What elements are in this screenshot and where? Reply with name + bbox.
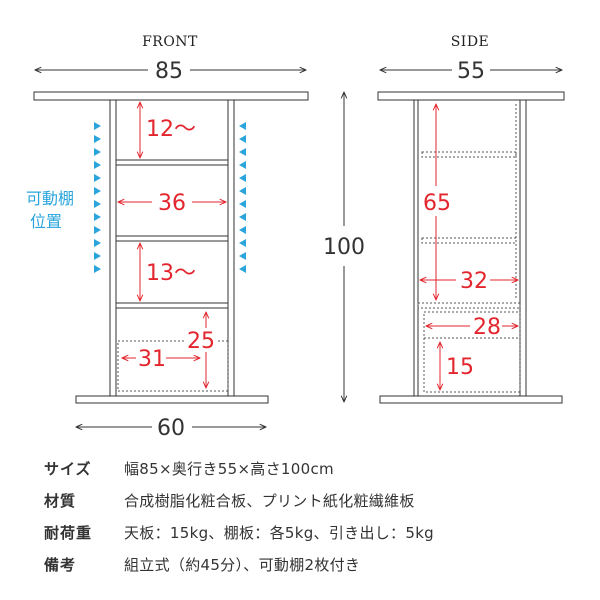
front-right-panel: [227, 99, 235, 397]
spec-row-notes: 備考 組立式（約45分）、可動棚2枚付き: [0, 549, 600, 579]
side-base-board: [379, 395, 563, 404]
spec-value-notes: 組立式（約45分）、可動棚2枚付き: [124, 556, 361, 574]
front-left-panel: [109, 99, 117, 397]
front-drawer-height-label: 25: [187, 329, 215, 354]
side-shelf-2: [421, 237, 517, 244]
shelf-marker-left-10: [94, 239, 101, 247]
shelf-marker-left-11: [94, 252, 101, 260]
shelf-marker-left-1: [94, 122, 101, 130]
shelf-position-markers-right: [239, 122, 246, 273]
front-top-board: [33, 91, 309, 101]
side-shelf-depth-label: 32: [460, 269, 488, 294]
front-shelf-2: [115, 235, 229, 242]
shelf-position-label-line2: 位置: [30, 212, 62, 231]
spec-value-load: 天板：15kg、棚板：各5kg、引き出し：5kg: [124, 524, 434, 542]
side-inner-height-label: 65: [423, 191, 451, 216]
front-drawer-top: [115, 302, 229, 309]
spec-value-size: 幅85×奥行き55×高さ100cm: [124, 460, 334, 478]
shelf-marker-right-4: [239, 161, 246, 169]
side-heading: SIDE: [451, 34, 490, 50]
overall-height-dimension: 100: [323, 92, 365, 402]
shelf-marker-right-5: [239, 174, 246, 182]
shelf-marker-right-6: [239, 187, 246, 195]
shelf-marker-right-10: [239, 239, 246, 247]
spec-value-material: 合成樹脂化粧合板、プリント紙化粧繊維板: [124, 492, 415, 510]
shelf-marker-left-12: [94, 265, 101, 273]
shelf-marker-right-12: [239, 265, 246, 273]
shelf-marker-right-1: [239, 122, 246, 130]
side-inner-height-label-bg: [422, 186, 452, 216]
side-shelf-1: [421, 151, 517, 158]
spec-key-load: 耐荷重: [44, 524, 93, 542]
spec-row-load: 耐荷重 天板：15kg、棚板：各5kg、引き出し：5kg: [0, 517, 600, 547]
side-depth-label: 55: [457, 59, 485, 84]
shelf-marker-left-3: [94, 148, 101, 156]
shelf-marker-left-9: [94, 226, 101, 234]
front-drawer-width-label: 31: [138, 347, 166, 372]
side-view: SIDE 55 65 32 28 15: [377, 34, 565, 404]
shelf-marker-right-3: [239, 148, 246, 156]
height-label: 100: [323, 235, 365, 260]
side-front-upright: [519, 99, 527, 397]
front-view: FRONT 85 12〜 36 13〜 25 31: [26, 34, 309, 440]
shelf-position-label-line1: 可動棚: [26, 189, 74, 208]
front-lower-inner-label: 13〜: [146, 261, 196, 286]
shelf-marker-left-6: [94, 187, 101, 195]
dimension-diagram: FRONT 85 12〜 36 13〜 25 31: [26, 34, 565, 440]
spec-key-material: 材質: [44, 492, 77, 510]
front-top-inner-label: 12〜: [146, 117, 196, 142]
front-drawer-height-label-bg: [186, 328, 216, 352]
shelf-marker-right-7: [239, 200, 246, 208]
front-heading: FRONT: [142, 34, 198, 50]
shelf-marker-left-5: [94, 174, 101, 182]
side-back-panel: [413, 99, 419, 397]
spec-key-notes: 備考: [44, 556, 77, 574]
spec-key-size: サイズ: [44, 460, 92, 478]
front-base-board: [75, 395, 269, 404]
front-shelf-1: [115, 159, 229, 166]
shelf-position-markers-left: [94, 122, 101, 273]
front-width-label: 85: [155, 59, 183, 84]
side-top-board: [377, 91, 565, 101]
shelf-marker-right-2: [239, 135, 246, 143]
shelf-marker-right-9: [239, 226, 246, 234]
shelf-marker-left-7: [94, 200, 101, 208]
spec-row-material: 材質 合成樹脂化粧合板、プリント紙化粧繊維板: [0, 485, 600, 515]
shelf-marker-right-8: [239, 213, 246, 221]
side-drawer-top: [417, 302, 521, 309]
side-drawer-depth-label: 28: [473, 315, 501, 340]
shelf-marker-right-11: [239, 252, 246, 260]
front-base-width-label: 60: [157, 416, 185, 440]
shelf-marker-left-2: [94, 135, 101, 143]
front-middle-width-label: 36: [158, 191, 186, 216]
shelf-marker-left-4: [94, 161, 101, 169]
side-drawer-height-label: 15: [446, 355, 474, 380]
side-drawer-outline: [423, 311, 521, 393]
shelf-marker-left-8: [94, 213, 101, 221]
spec-row-size: サイズ 幅85×奥行き55×高さ100cm: [0, 453, 600, 483]
